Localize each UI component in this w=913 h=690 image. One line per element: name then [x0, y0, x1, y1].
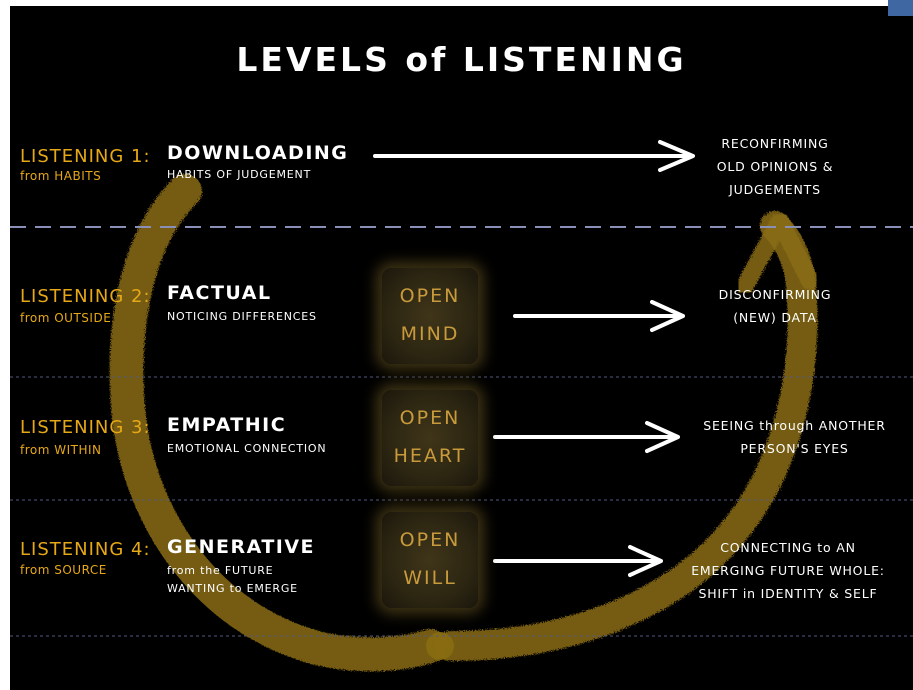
- outcome-line: CONNECTING to AN: [720, 540, 856, 555]
- level-4-outcome: CONNECTING to AN EMERGING FUTURE WHOLE: …: [670, 536, 906, 605]
- outcome-line: PERSON'S EYES: [740, 441, 849, 456]
- level-2-label: LISTENING 2:: [20, 286, 151, 307]
- diagram-board: LEVELS of LISTENING LISTENING 1: from HA…: [10, 6, 913, 690]
- level-4-source: from SOURCE: [20, 563, 107, 577]
- open-label: OPEN: [399, 285, 461, 307]
- outcome-line: DISCONFIRMING: [718, 287, 832, 302]
- open-will-box: OPEN WILL: [382, 512, 478, 608]
- open-label: OPEN: [399, 407, 461, 429]
- desc-line: WANTING to EMERGE: [167, 582, 298, 595]
- outcome-line: (NEW) DATA: [733, 310, 817, 325]
- level-3-desc: EMOTIONAL CONNECTION: [167, 442, 327, 455]
- diagram-title: LEVELS of LISTENING: [236, 40, 687, 79]
- level-2-desc: NOTICING DIFFERENCES: [167, 310, 317, 323]
- diagram-graphics: [10, 140, 913, 672]
- open-label: HEART: [393, 445, 467, 467]
- level-4-name: GENERATIVE: [167, 536, 316, 558]
- corner-tab: [888, 0, 913, 16]
- arrow-1: [373, 140, 695, 172]
- brush-stroke-arrowhead: [736, 212, 819, 295]
- outcome-line: RECONFIRMING: [721, 136, 829, 151]
- level-4-label: LISTENING 4:: [20, 539, 151, 560]
- open-label: WILL: [403, 567, 457, 589]
- level-1-outcome: RECONFIRMING OLD OPINIONS & JUDGEMENTS: [700, 132, 850, 201]
- desc-line: from the FUTURE: [167, 564, 274, 577]
- level-3-name: EMPATHIC: [167, 414, 287, 436]
- arrow-4: [493, 545, 663, 577]
- outcome-line: OLD OPINIONS &: [716, 159, 834, 174]
- open-label: MIND: [400, 323, 460, 345]
- level-1-source: from HABITS: [20, 169, 102, 183]
- level-3-outcome: SEEING through ANOTHER PERSON'S EYES: [682, 414, 907, 460]
- outcome-line: SHIFT in IDENTITY & SELF: [698, 586, 878, 601]
- level-1-label: LISTENING 1:: [20, 146, 151, 167]
- level-4-desc: from the FUTURE WANTING to EMERGE: [167, 562, 298, 598]
- brush-dot: [426, 632, 454, 660]
- outcome-line: JUDGEMENTS: [729, 182, 821, 197]
- outcome-line: SEEING through ANOTHER: [703, 418, 886, 433]
- open-label: OPEN: [399, 529, 461, 551]
- level-1-name: DOWNLOADING: [167, 142, 349, 164]
- outcome-line: EMERGING FUTURE WHOLE:: [691, 563, 885, 578]
- open-mind-box: OPEN MIND: [382, 268, 478, 364]
- open-heart-box: OPEN HEART: [382, 390, 478, 486]
- arrow-3: [493, 421, 680, 453]
- level-3-source: from WITHIN: [20, 443, 102, 457]
- brush-stroke-left: [109, 174, 447, 672]
- level-2-source: from OUTSIDE: [20, 311, 112, 325]
- level-3-label: LISTENING 3:: [20, 417, 151, 438]
- level-1-desc: HABITS OF JUDGEMENT: [167, 168, 312, 181]
- level-2-outcome: DISCONFIRMING (NEW) DATA: [700, 283, 850, 329]
- level-2-name: FACTUAL: [167, 282, 272, 304]
- arrow-2: [513, 300, 685, 332]
